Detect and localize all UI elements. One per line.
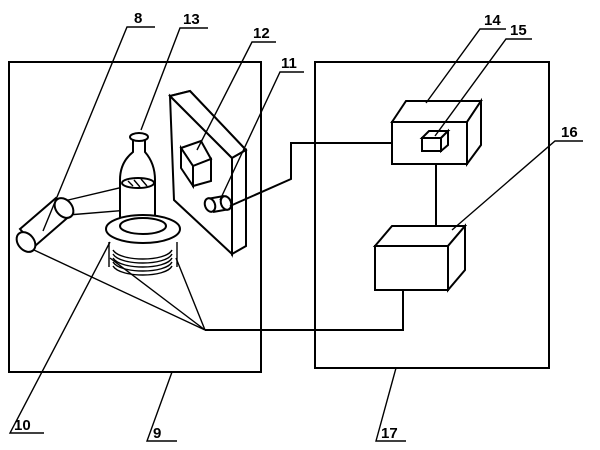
label-9: 9 (153, 425, 161, 442)
cable-junction-to-16 (205, 290, 403, 330)
label-16: 16 (561, 124, 578, 141)
convergence-lines (34, 250, 205, 330)
label-17: 17 (381, 425, 398, 442)
label-15: 15 (510, 22, 527, 39)
bottle-13 (120, 133, 155, 222)
rotary-platform-10 (106, 215, 180, 275)
box-16 (375, 226, 465, 290)
connector-11 (203, 195, 233, 214)
sensor-block-12 (181, 141, 211, 186)
leader-lines (10, 27, 583, 441)
left-enclosure-frame (9, 62, 261, 372)
label-11: 11 (281, 55, 297, 72)
right-enclosure-frame (315, 62, 549, 368)
label-10: 10 (14, 417, 31, 434)
label-14: 14 (484, 12, 501, 29)
chip-15 (422, 131, 448, 151)
label-13: 13 (183, 11, 200, 28)
box-14 (392, 101, 481, 164)
label-12: 12 (253, 25, 270, 42)
label-8: 8 (134, 10, 142, 27)
cable-11-to-14 (230, 143, 392, 206)
